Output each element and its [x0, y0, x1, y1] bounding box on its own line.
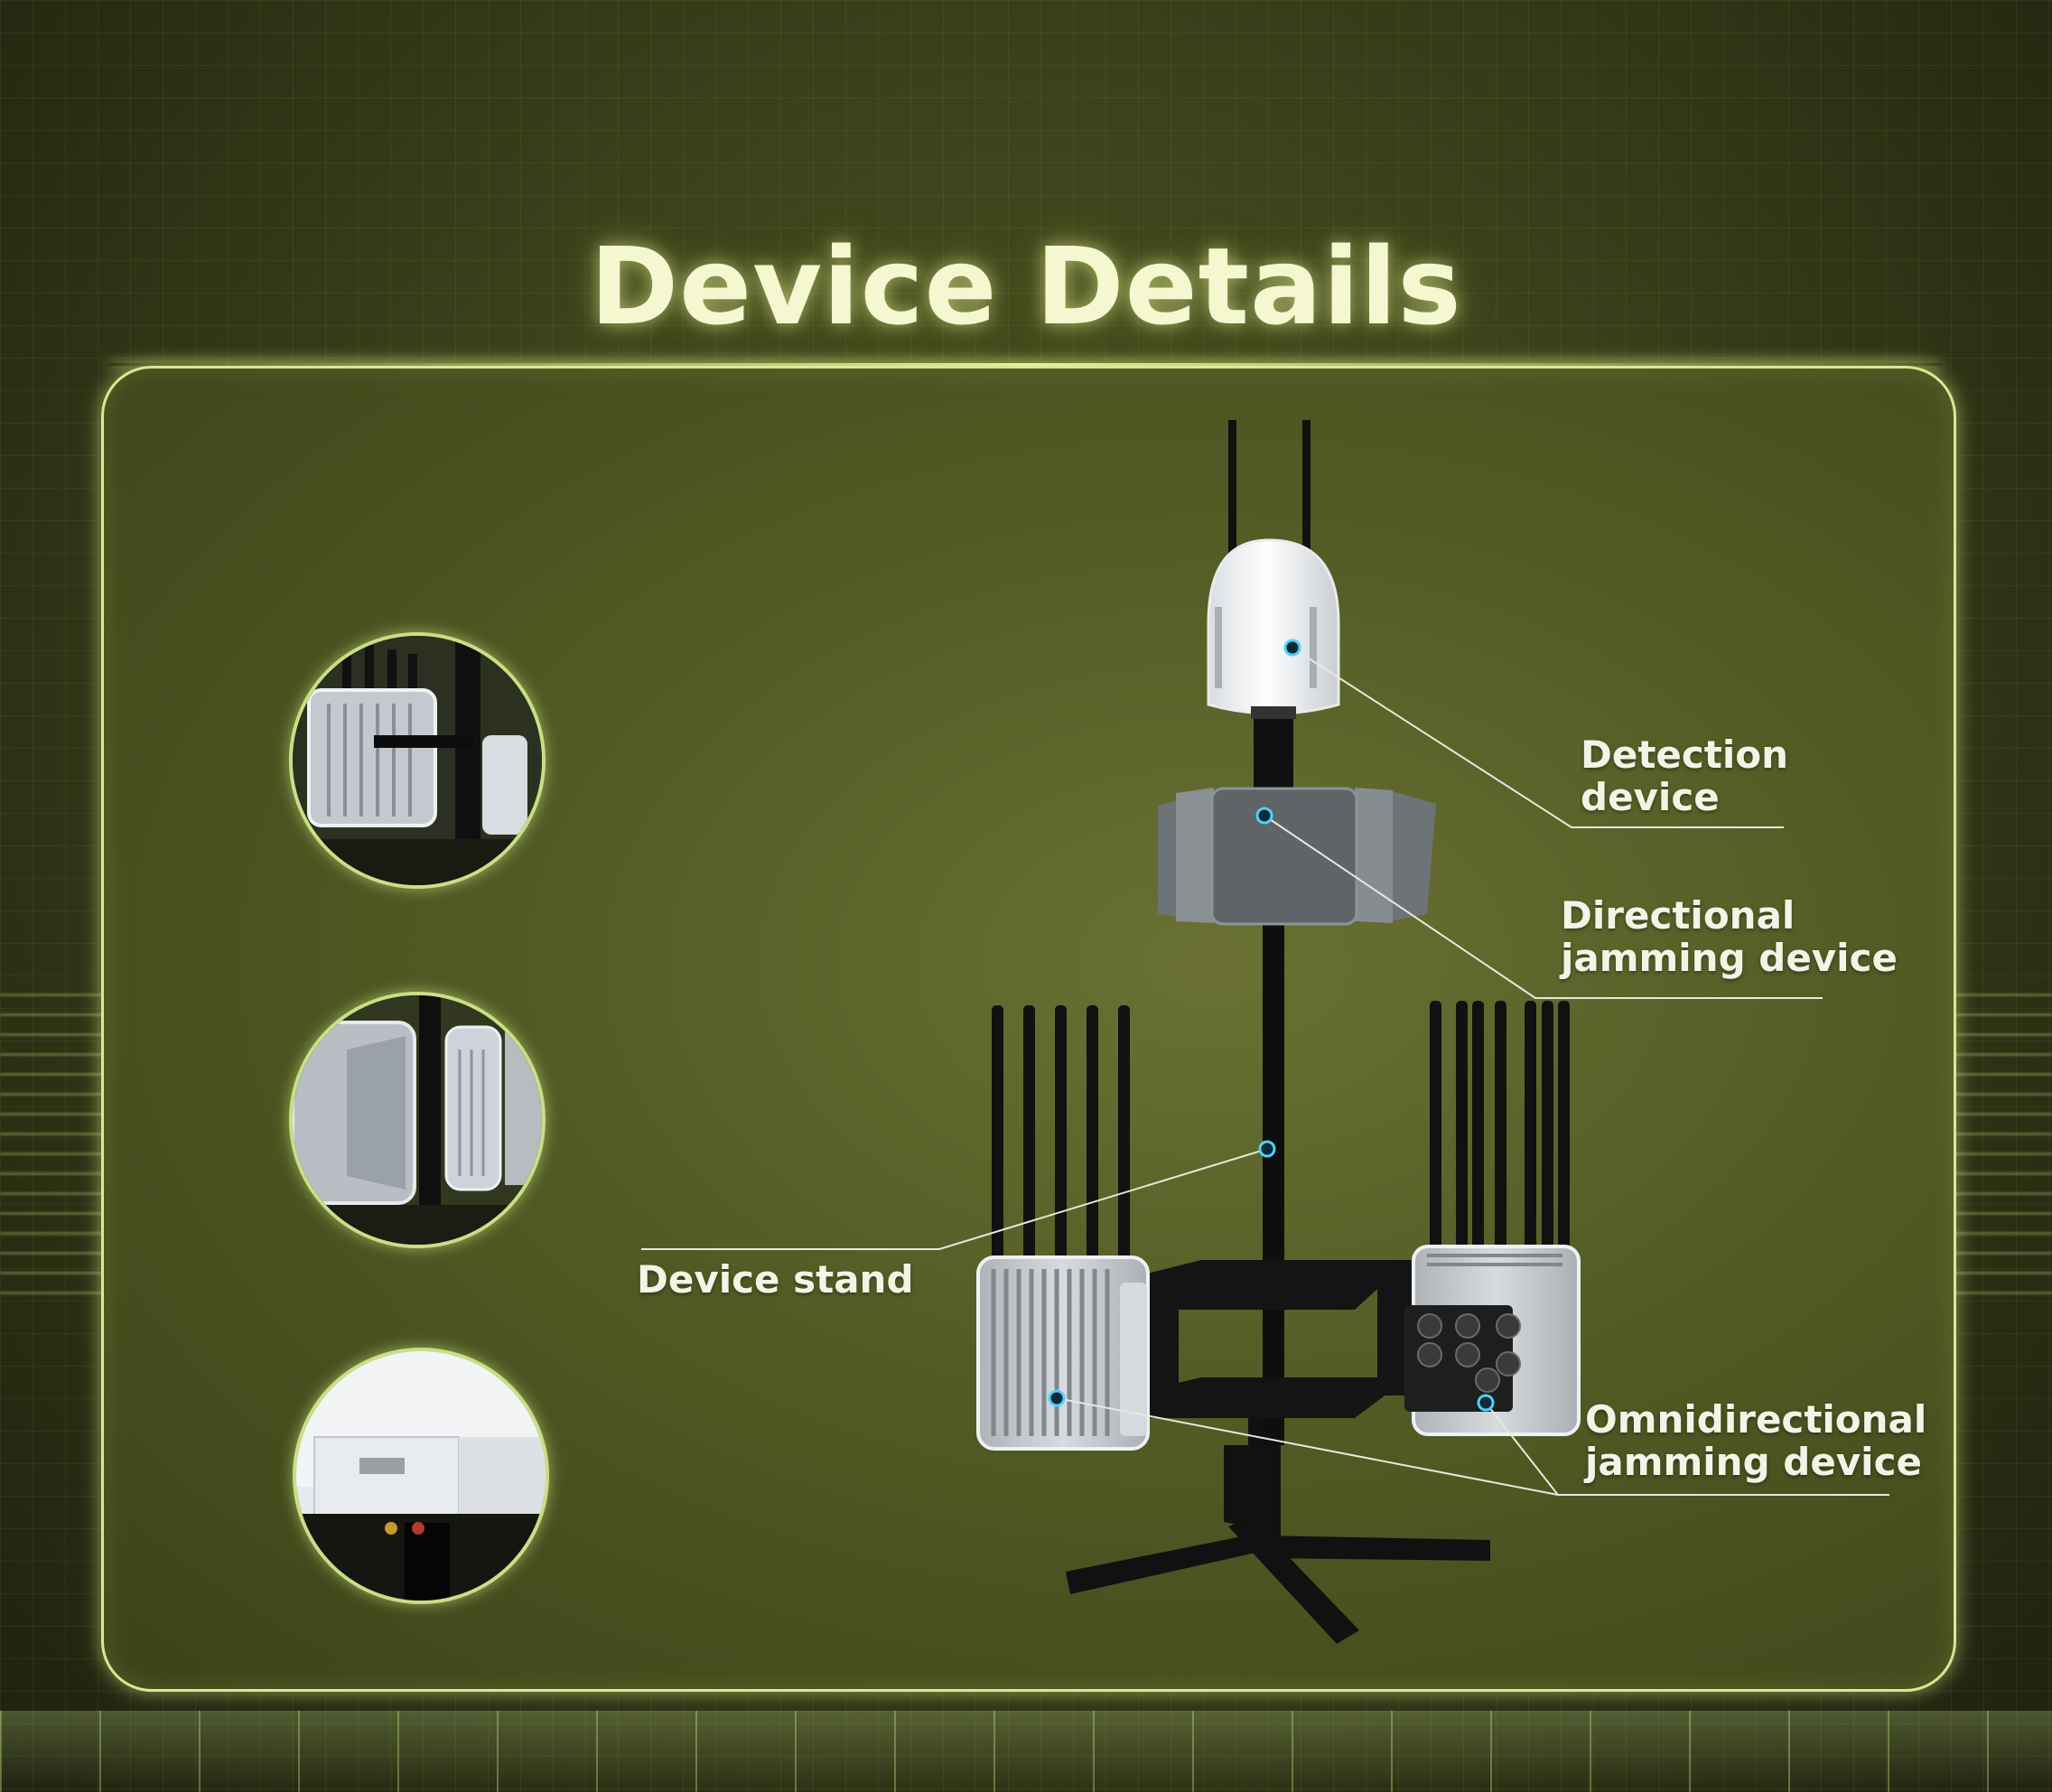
- callout-markers: [1048, 639, 1495, 1412]
- detection-device: [1207, 420, 1340, 719]
- label-device-stand: Device stand: [637, 1257, 914, 1302]
- marker-omni-right: [1477, 1394, 1495, 1412]
- label-detection-device: Detection device: [1581, 733, 1789, 819]
- marker-omni-left: [1048, 1389, 1066, 1407]
- detail-circle-omnidirectional: [289, 632, 546, 889]
- omnidirectional-jamming-device-left: [976, 1005, 1150, 1451]
- marker-directional: [1255, 807, 1273, 825]
- stand-base: [1066, 1414, 1490, 1644]
- title-glow-line: [108, 363, 1942, 366]
- callout-lines: [641, 648, 1889, 1496]
- grid-floor: [0, 1711, 2052, 1792]
- detail-circle-directional: [289, 992, 546, 1248]
- omnidirectional-jamming-device-right: [1404, 1001, 1581, 1436]
- marker-stand: [1258, 1140, 1276, 1158]
- page-title: Device Details: [590, 224, 1462, 349]
- marker-detection: [1283, 639, 1301, 657]
- directional-jamming-device: [1158, 787, 1436, 926]
- label-directional-jamming-device: Directional jamming device: [1561, 893, 1898, 980]
- label-omnidirectional-jamming-device: Omnidirectional jamming device: [1585, 1397, 1927, 1484]
- detail-circle-detection: [293, 1348, 549, 1604]
